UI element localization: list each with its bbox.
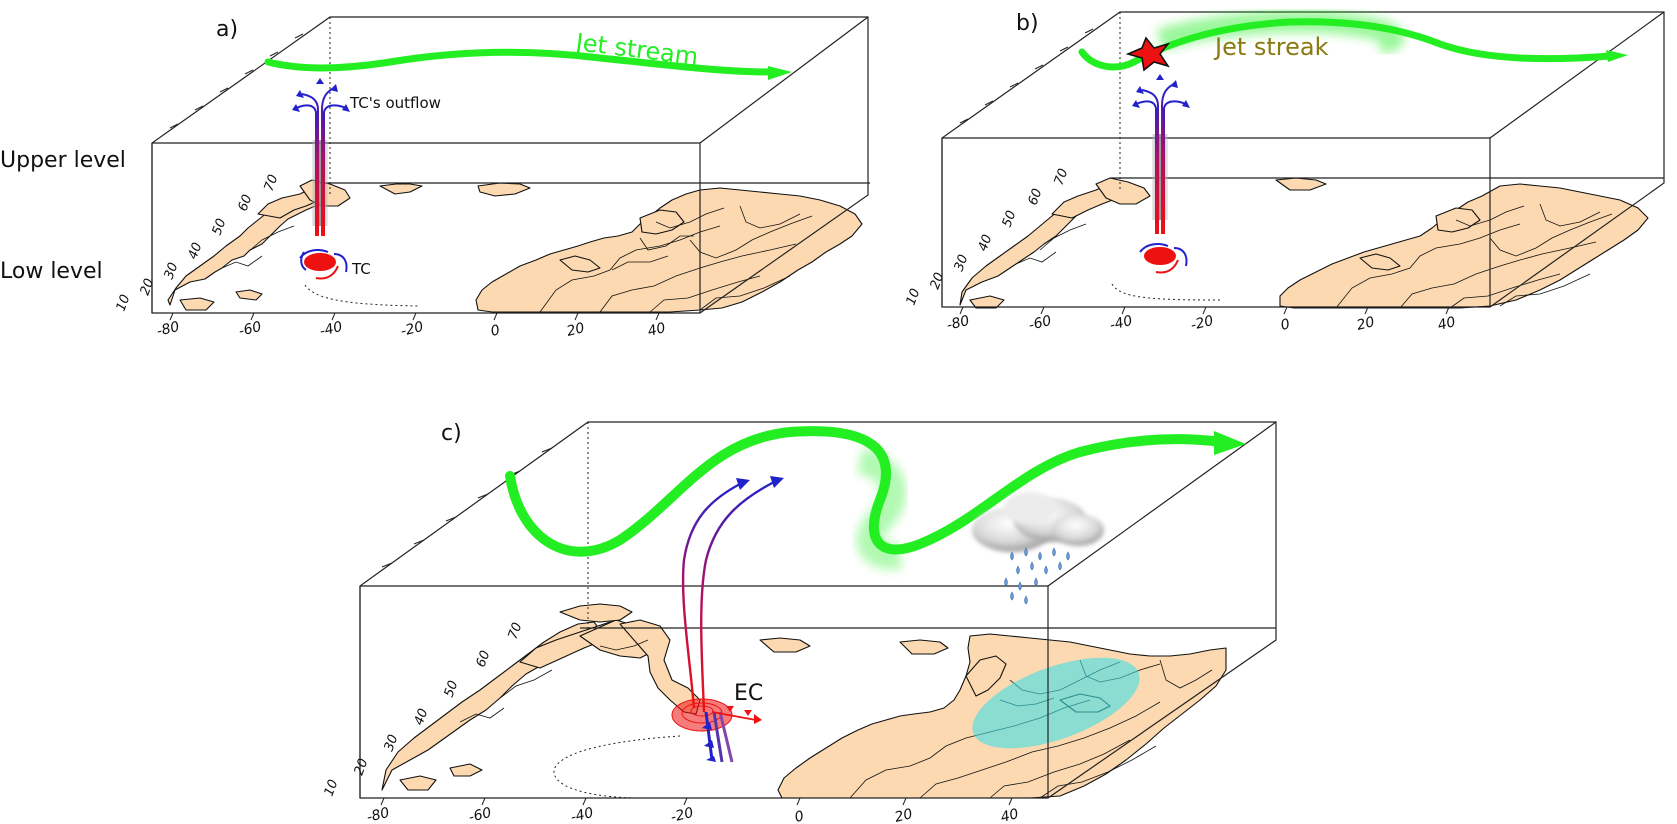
panel-b-lon-tick: -20 (1189, 313, 1215, 334)
panel-b-lon-tick: -80 (945, 313, 971, 334)
panel-c-lon-tick: -40 (569, 805, 595, 824)
panel-a-lat-tick: 60 (236, 193, 256, 214)
panel-a-outflow-label: TC's outflow (349, 94, 441, 112)
panel-c-lon-tick: -80 (365, 805, 391, 824)
panel-a-lat-tick: 40 (186, 241, 206, 262)
panel-a-lat-tick: 30 (162, 261, 182, 282)
panel-b-lat-tick: 60 (1026, 187, 1046, 208)
panel-a-lon-tick: -40 (318, 319, 344, 340)
panel-a-lon-tick: -60 (237, 319, 263, 340)
panel-a-lat-axis: 10 20 30 40 50 60 70 (114, 173, 282, 314)
panel-a-outflow-arrows (292, 78, 350, 236)
panel-b-lon-tick: 40 (1436, 314, 1457, 334)
panel-b-cyclone-icon (1139, 243, 1188, 274)
panel-b: b) (904, 10, 1665, 334)
panel-c-lon-tick: 20 (893, 806, 914, 824)
panel-a-lon-tick: 20 (565, 320, 586, 340)
panel-c: c) (322, 421, 1277, 824)
panel-c-lat-tick: 20 (352, 757, 372, 778)
panel-b-lon-tick: 20 (1355, 314, 1376, 334)
panel-c-lon-tick: -20 (669, 805, 695, 824)
upper-level-label: Upper level (0, 148, 126, 173)
panel-c-warm-conveyor-arrows (681, 476, 784, 713)
panel-a-lat-tick: 50 (210, 217, 230, 238)
panel-a-lon-axis: -80 -60 -40 -20 0 20 40 (155, 312, 667, 340)
panel-c-box (359, 421, 1277, 799)
panel-a-lat-tick: 20 (138, 277, 158, 298)
panel-b-lat-axis: 10 20 30 40 50 60 70 (904, 167, 1072, 308)
panel-a-cyclone-icon (299, 249, 348, 280)
panel-b-outflow-arrows (1132, 74, 1190, 234)
panel-a-box (151, 16, 870, 314)
panel-b-jet-streak-label: Jet streak (1213, 33, 1329, 61)
panel-c-jet-arrowhead (1214, 431, 1246, 455)
panel-c-lon-tick: -60 (467, 805, 493, 824)
panel-a-z-ticks (169, 33, 304, 129)
panel-c-lon-axis: -80 -60 -40 -20 0 20 40 (365, 797, 1020, 824)
panel-a-map (167, 179, 863, 313)
panel-c-ec-label: EC (734, 681, 763, 706)
panel-b-storm-track (1111, 283, 1221, 301)
panel-a-storm-track (304, 284, 421, 307)
panel-a-lat-tick: 10 (114, 293, 134, 314)
panel-a-lon-tick: -80 (155, 319, 181, 340)
panel-b-lon-tick: -60 (1027, 313, 1053, 334)
panel-c-lat-tick: 30 (382, 733, 402, 754)
panel-a-jet-stream-arrow (264, 48, 774, 76)
panel-a-jet-arrowhead (768, 66, 792, 80)
panel-a-tc-label: TC (351, 260, 371, 278)
panel-c-lat-tick: 60 (474, 649, 494, 670)
panel-a-lon-tick: -20 (399, 319, 425, 340)
panel-a: a) (114, 16, 870, 340)
panel-c-storm-track (553, 735, 681, 799)
panel-b-z-ticks (959, 28, 1094, 124)
jet-streak-star-icon (1125, 36, 1171, 72)
precipitation-ellipse (972, 657, 1140, 749)
panel-c-jet-stream-arrow (505, 426, 1227, 557)
panel-c-lat-tick: 50 (442, 679, 462, 700)
panel-c-lat-tick: 70 (506, 621, 526, 642)
cyclone-icon (671, 698, 762, 763)
panel-b-lon-tick: 0 (1279, 316, 1292, 334)
panel-a-lat-tick: 70 (262, 173, 282, 194)
panel-b-lon-tick: -40 (1108, 313, 1134, 334)
low-level-label: Low level (0, 259, 103, 284)
panel-a-label: a) (216, 17, 238, 42)
panel-b-lon-axis: -80 -60 -40 -20 0 20 40 (945, 306, 1457, 334)
panel-b-jet-arrowhead (1606, 50, 1628, 62)
panel-b-lat-tick: 10 (904, 287, 924, 308)
panel-c-label: c) (441, 421, 462, 446)
panel-b-lat-tick: 40 (976, 233, 996, 254)
panel-c-lat-tick: 10 (322, 778, 342, 799)
panel-c-lat-axis: 10 20 30 40 50 60 70 (322, 621, 526, 799)
panel-a-lon-tick: 40 (646, 320, 667, 340)
panel-b-jet-stream-arrow (1078, 18, 1614, 71)
panel-c-lon-tick: 0 (793, 808, 806, 824)
panel-b-lat-tick: 30 (952, 253, 972, 274)
panel-b-map (959, 177, 1649, 309)
panel-a-lon-tick: 0 (489, 322, 502, 340)
panel-b-lat-tick: 20 (928, 271, 948, 292)
panel-b-label: b) (1016, 11, 1039, 36)
panel-c-lon-tick: 40 (999, 806, 1020, 824)
panel-b-lat-tick: 50 (1000, 209, 1020, 230)
rain-cloud-icon (972, 492, 1104, 605)
panel-b-lat-tick: 70 (1052, 167, 1072, 188)
panel-c-lat-tick: 40 (412, 707, 432, 728)
